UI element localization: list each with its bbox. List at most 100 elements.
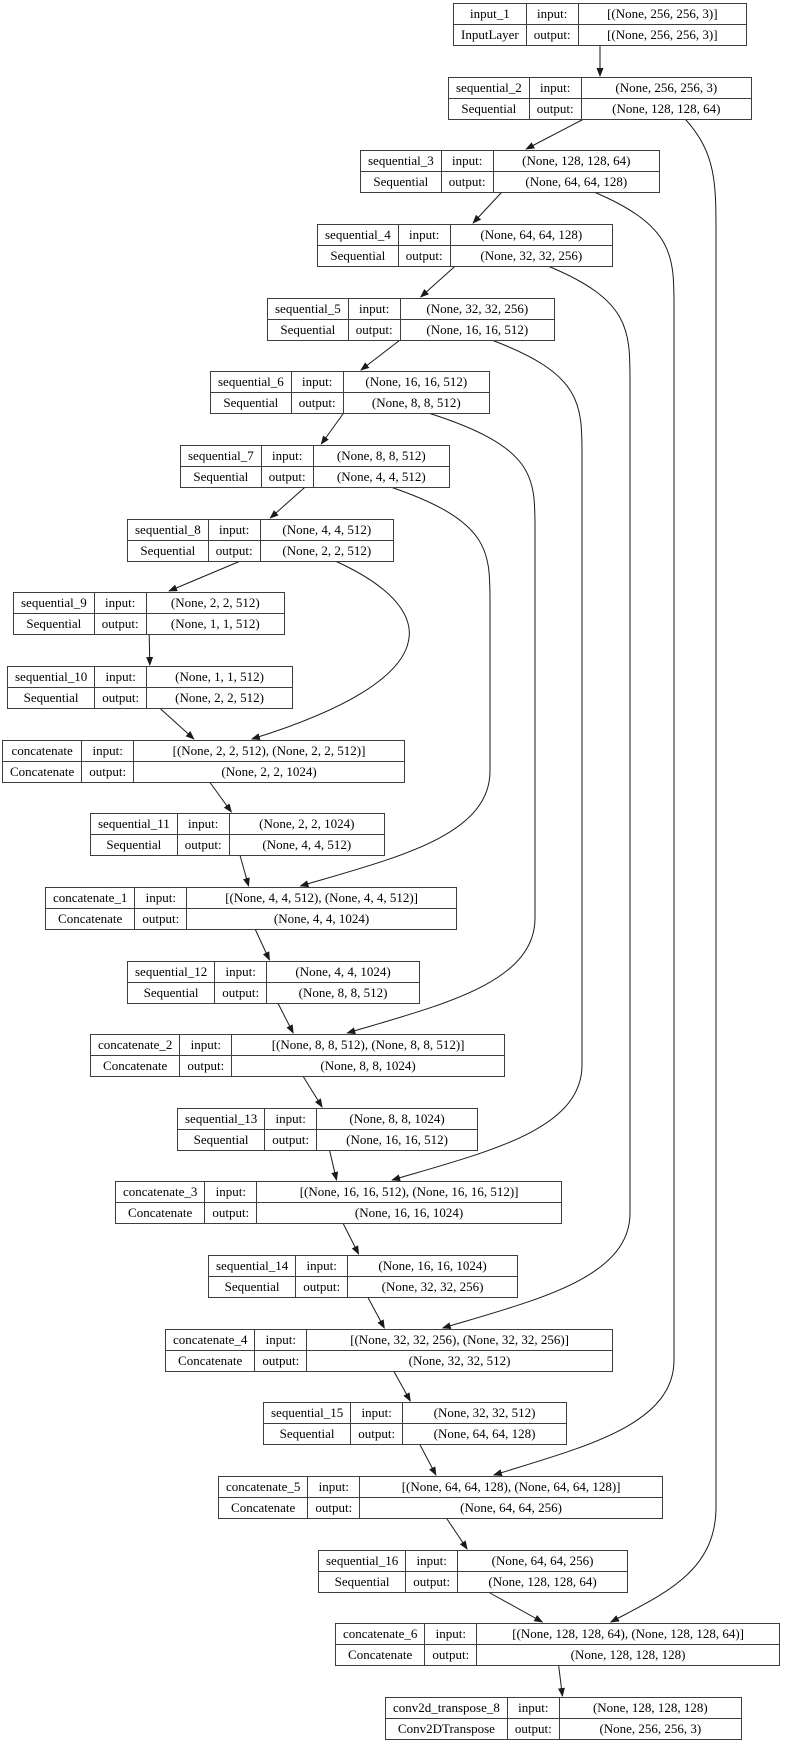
input-label: input: xyxy=(207,519,261,541)
input-shape: (None, 2, 2, 512) xyxy=(145,592,286,614)
layer-type: Sequential xyxy=(448,98,530,120)
output-shape: (None, 4, 4, 512) xyxy=(312,466,451,488)
output-shape: (None, 8, 8, 512) xyxy=(342,392,491,414)
input-label: input: xyxy=(179,1034,233,1056)
input-shape: [(None, 16, 16, 512), (None, 16, 16, 512… xyxy=(256,1181,562,1203)
layer-type: Sequential xyxy=(6,687,96,709)
layer-name: sequential_9 xyxy=(13,592,95,614)
edge-sequential_14-to-concatenate_4 xyxy=(367,1296,385,1329)
output-shape: (None, 64, 64, 128) xyxy=(402,1423,567,1445)
layer-type: Sequential xyxy=(262,1423,352,1445)
edge-concatenate_5-to-sequential_16 xyxy=(445,1517,468,1550)
input-label: input: xyxy=(405,1550,459,1572)
layer-name: sequential_5 xyxy=(267,298,349,320)
input-shape: (None, 4, 4, 512) xyxy=(259,519,395,541)
edge-sequential_5-to-concatenate_3 xyxy=(391,339,583,1182)
input-label: input: xyxy=(528,77,582,99)
edge-concatenate_4-to-sequential_15 xyxy=(393,1370,411,1402)
input-shape: (None, 8, 8, 1024) xyxy=(316,1108,478,1130)
layer-name: input_1 xyxy=(453,3,527,25)
layer-type: Conv2DTranspose xyxy=(385,1718,508,1740)
input-shape: (None, 2, 2, 1024) xyxy=(228,813,386,835)
layer-type: Sequential xyxy=(127,540,209,562)
layer-type: Concatenate xyxy=(114,1202,206,1224)
edge-sequential_3-to-sequential_4 xyxy=(472,191,503,224)
input-shape: (None, 16, 16, 1024) xyxy=(347,1255,518,1277)
edge-sequential_2-to-concatenate_6 xyxy=(610,118,717,1623)
output-shape: (None, 2, 2, 512) xyxy=(259,540,395,562)
edge-sequential_9-to-sequential_10 xyxy=(146,633,154,666)
edge-sequential_4-to-concatenate_4 xyxy=(441,265,631,1330)
output-label: output: xyxy=(207,540,261,562)
layer-name: sequential_16 xyxy=(317,1550,407,1572)
input-label: input: xyxy=(295,1255,349,1277)
output-label: output: xyxy=(93,613,147,635)
output-shape: (None, 256, 256, 3) xyxy=(558,1718,743,1740)
layer-name: sequential_14 xyxy=(207,1255,297,1277)
output-shape: (None, 4, 4, 1024) xyxy=(186,908,457,930)
output-label: output: xyxy=(81,761,135,783)
output-label: output: xyxy=(525,24,579,46)
input-label: input: xyxy=(506,1697,560,1719)
input-shape: (None, 1, 1, 512) xyxy=(146,666,293,688)
input-label: input: xyxy=(264,1108,318,1130)
output-label: output: xyxy=(214,982,268,1004)
input-shape: (None, 16, 16, 512) xyxy=(342,371,491,393)
output-label: output: xyxy=(347,319,401,341)
output-label: output: xyxy=(94,687,148,709)
layer-type: Sequential xyxy=(13,613,95,635)
input-shape: (None, 64, 64, 256) xyxy=(457,1550,628,1572)
output-shape: (None, 32, 32, 256) xyxy=(449,245,614,267)
edge-sequential_6-to-concatenate_2 xyxy=(346,412,536,1035)
layer-name: sequential_6 xyxy=(210,371,292,393)
input-shape: [(None, 256, 256, 3)] xyxy=(577,3,748,25)
edge-sequential_7-to-concatenate_1 xyxy=(299,486,491,888)
output-label: output: xyxy=(350,1423,404,1445)
layer-name: concatenate_6 xyxy=(334,1623,426,1645)
output-label: output: xyxy=(405,1571,459,1593)
input-label: input: xyxy=(94,666,148,688)
input-shape: (None, 256, 256, 3) xyxy=(580,77,753,99)
layer-name: concatenate_3 xyxy=(114,1181,206,1203)
input-shape: [(None, 2, 2, 512), (None, 2, 2, 512)] xyxy=(133,740,405,762)
output-label: output: xyxy=(254,1350,308,1372)
layer-type: Sequential xyxy=(180,466,262,488)
input-shape: (None, 32, 32, 512) xyxy=(402,1402,567,1424)
layer-name: sequential_3 xyxy=(360,150,442,172)
output-shape: (None, 2, 2, 512) xyxy=(146,687,293,709)
output-label: output: xyxy=(290,392,344,414)
layer-type: Sequential xyxy=(360,171,442,193)
output-label: output: xyxy=(506,1718,560,1740)
layer-name: sequential_11 xyxy=(90,813,178,835)
output-label: output: xyxy=(397,245,451,267)
layer-name: concatenate xyxy=(1,740,83,762)
input-shape: [(None, 32, 32, 256), (None, 32, 32, 256… xyxy=(306,1329,613,1351)
layer-name: concatenate_2 xyxy=(89,1034,181,1056)
output-label: output: xyxy=(204,1202,258,1224)
layer-name: concatenate_5 xyxy=(217,1476,309,1498)
edge-sequential_3-to-concatenate_5 xyxy=(492,191,675,1476)
input-shape: [(None, 8, 8, 512), (None, 8, 8, 512)] xyxy=(231,1034,505,1056)
edge-sequential_13-to-concatenate_3 xyxy=(328,1149,339,1181)
edge-concatenate_2-to-sequential_13 xyxy=(302,1075,323,1108)
layer-name: sequential_10 xyxy=(6,666,96,688)
output-label: output: xyxy=(134,908,188,930)
edge-sequential_8-to-concatenate xyxy=(250,560,410,740)
output-shape: (None, 32, 32, 256) xyxy=(347,1276,518,1298)
layer-name: sequential_2 xyxy=(448,77,530,99)
edge-paths xyxy=(146,45,717,1697)
output-shape: (None, 128, 128, 64) xyxy=(580,98,753,120)
edge-concatenate_6-to-conv2d_transpose_8 xyxy=(557,1664,565,1697)
